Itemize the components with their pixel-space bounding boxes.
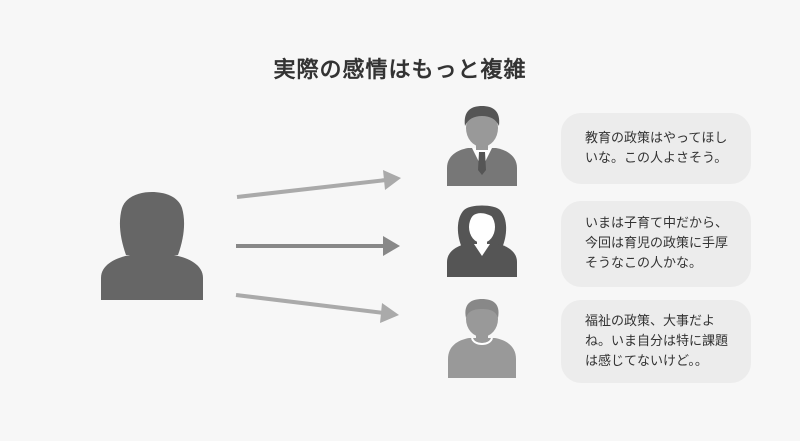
page-title: 実際の感情はもっと複雑 (273, 58, 527, 83)
candidate-1-man-suit-icon (447, 106, 517, 186)
speech-bubble-3-text: 福祉の政策、大事だよね。いま自分は特に課題は感じてないけど。。 (585, 313, 729, 369)
arrow-to-candidate-1 (236, 170, 401, 199)
arrow-to-candidate-2 (236, 236, 400, 256)
speech-bubble-1-text: 教育の政策はやってほしいな。この人よさそう。 (585, 130, 728, 166)
candidate-3-man-icon (448, 299, 516, 378)
speech-bubble-2-text: いまは子育て中だから、今回は育児の政策に手厚そうなこの人かな。 (585, 216, 729, 271)
arrow-to-candidate-3 (235, 293, 399, 323)
voter-silhouette-icon (101, 192, 203, 300)
candidate-2-woman-icon (447, 205, 517, 277)
speech-bubble-1: 教育の政策はやってほしいな。この人よさそう。 (561, 113, 751, 184)
speech-bubble-3: 福祉の政策、大事だよね。いま自分は特に課題は感じてないけど。。 (561, 300, 751, 383)
speech-bubble-2: いまは子育て中だから、今回は育児の政策に手厚そうなこの人かな。 (561, 201, 751, 287)
